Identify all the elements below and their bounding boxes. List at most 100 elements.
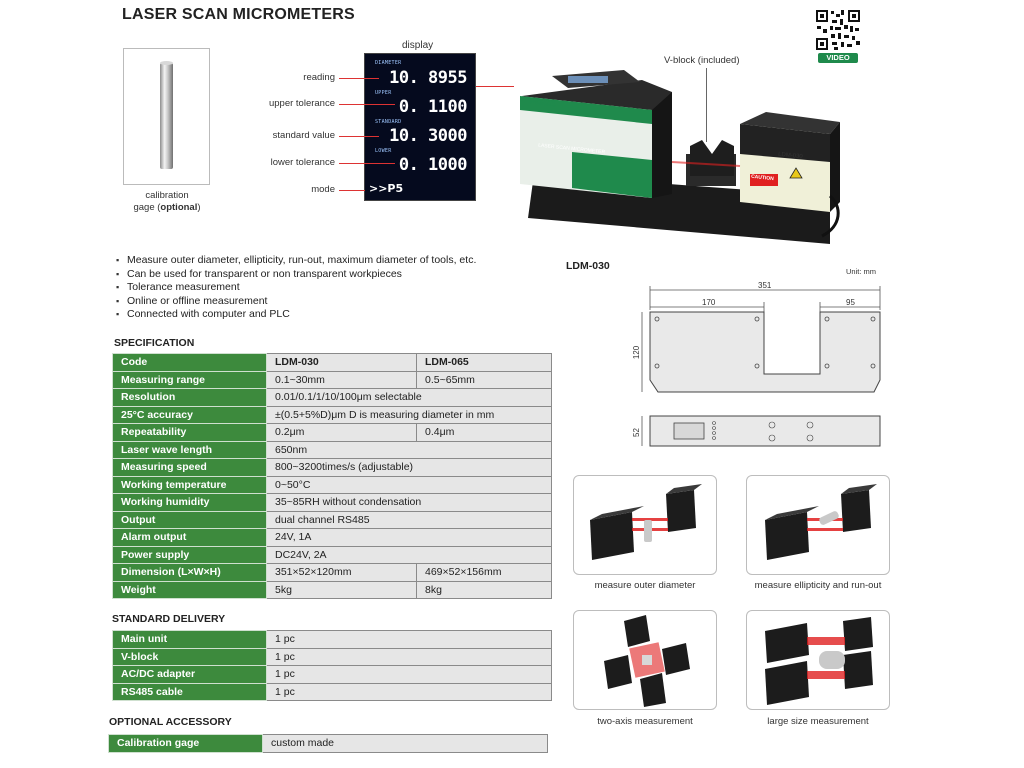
delivery-row-key: RS485 cable — [112, 682, 267, 701]
display-upper-value: 0. 1100 — [398, 97, 468, 117]
display-standard-value: 10. 3000 — [389, 126, 467, 146]
spec-value-ldm030: 351×52×120mm — [266, 563, 417, 582]
callout-upper-tolerance: upper tolerance — [268, 98, 335, 109]
spec-value-ldm030: LDM-030 — [266, 353, 417, 372]
callout-lower-tolerance: lower tolerance — [270, 157, 335, 168]
spec-value: 0.01/0.1/1/10/100μm selectable — [266, 388, 552, 407]
feature-item: Measure outer diameter, ellipticity, run… — [116, 254, 476, 268]
callout-reading: reading — [303, 72, 335, 83]
calibration-gage-caption: calibration gage (optional) — [108, 190, 226, 214]
accessory-row-value: custom made — [262, 734, 548, 753]
delivery-row-key: Main unit — [112, 630, 267, 649]
specification-heading: SPECIFICATION — [114, 337, 195, 349]
drawing-model-label: LDM-030 — [566, 260, 610, 272]
spec-value-ldm065: LDM-065 — [416, 353, 552, 372]
gage-caption-line2: gage (optional) — [133, 202, 201, 213]
dimension-drawing — [641, 286, 881, 447]
display-tag-diameter: DIAMETER — [375, 60, 402, 66]
spec-key: Working temperature — [112, 475, 267, 494]
optional-accessory-heading: OPTIONAL ACCESSORY — [109, 716, 232, 728]
display-tag-standard: STANDARD — [375, 119, 402, 125]
spec-key: Resolution — [112, 388, 267, 407]
delivery-row-value: 1 pc — [266, 682, 552, 701]
application-outer-diameter-image — [573, 475, 717, 575]
spec-key: Weight — [112, 580, 267, 599]
drawing-unit-label: Unit: mm — [846, 267, 876, 276]
calibration-gage-image — [123, 48, 210, 185]
application-ellipticity-image — [746, 475, 890, 575]
delivery-row-value: 1 pc — [266, 665, 552, 684]
spec-value: 800~3200times/s (adjustable) — [266, 458, 552, 477]
calibration-gage-rod-icon — [160, 61, 173, 169]
display-tag-lower: LOWER — [375, 148, 392, 154]
dim-left-label: 170 — [702, 298, 716, 307]
display-mode-value: >>P5 — [369, 182, 404, 195]
spec-key: Output — [112, 510, 267, 529]
dim-depth-label: 52 — [631, 428, 641, 437]
spec-value: 24V, 1A — [266, 528, 552, 547]
spec-key: Repeatability — [112, 423, 267, 442]
spec-key: Dimension (L×W×H) — [112, 563, 267, 582]
display-tag-upper: UPPER — [375, 90, 392, 96]
spec-key: Working humidity — [112, 493, 267, 512]
delivery-row-value: 1 pc — [266, 647, 552, 666]
callout-line-upper — [339, 104, 395, 105]
callout-mode: mode — [311, 184, 335, 195]
dim-total-label: 351 — [758, 281, 772, 290]
spec-value-ldm030: 0.1~30mm — [266, 370, 417, 389]
display-to-device-line — [476, 86, 514, 87]
gage-caption-line1: calibration — [145, 190, 189, 201]
callout-line-standard — [339, 136, 379, 137]
spec-key: Code — [112, 353, 267, 372]
gage-optional-label: optional — [160, 202, 198, 213]
spec-value: DC24V, 2A — [266, 545, 552, 564]
spec-value-ldm030: 5kg — [266, 580, 417, 599]
application-caption: measure ellipticity and run-out — [754, 580, 882, 591]
vblock-callout-line — [706, 68, 707, 142]
spec-value: 0~50°C — [266, 475, 552, 494]
accessory-row-key: Calibration gage — [108, 734, 263, 753]
feature-item: Can be used for transparent or non trans… — [116, 268, 476, 282]
page-title: LASER SCAN MICROMETERS — [122, 6, 355, 23]
spec-value-ldm065: 469×52×156mm — [416, 563, 552, 582]
display-reading-value: 10. 8955 — [389, 68, 467, 88]
feature-item: Online or offline measurement — [116, 295, 476, 309]
laser-micrometer-device-image — [520, 70, 840, 244]
standard-delivery-heading: STANDARD DELIVERY — [112, 613, 226, 625]
spec-value-ldm065: 8kg — [416, 580, 552, 599]
display-label: display — [402, 40, 434, 51]
delivery-row-key: AC/DC adapter — [112, 665, 267, 684]
spec-key: 25°C accuracy — [112, 405, 267, 424]
spec-key: Laser wave length — [112, 440, 267, 459]
spec-value-ldm065: 0.4μm — [416, 423, 552, 442]
qr-code-icon[interactable] — [814, 8, 862, 64]
application-large-size-image — [746, 610, 890, 710]
application-caption: measure outer diameter — [594, 580, 696, 591]
callout-line-lower — [339, 163, 395, 164]
feature-list: Measure outer diameter, ellipticity, run… — [116, 254, 476, 322]
spec-value-ldm030: 0.2μm — [266, 423, 417, 442]
lcd-display: DIAMETER 10. 8955 UPPER 0. 1100 STANDARD… — [364, 53, 476, 201]
spec-row: 25°C accuracy±(0.5+5%D)μm D is measuring… — [112, 405, 552, 424]
callout-line-mode — [339, 190, 365, 191]
display-lower-value: 0. 1000 — [398, 155, 468, 175]
spec-key: Power supply — [112, 545, 267, 564]
